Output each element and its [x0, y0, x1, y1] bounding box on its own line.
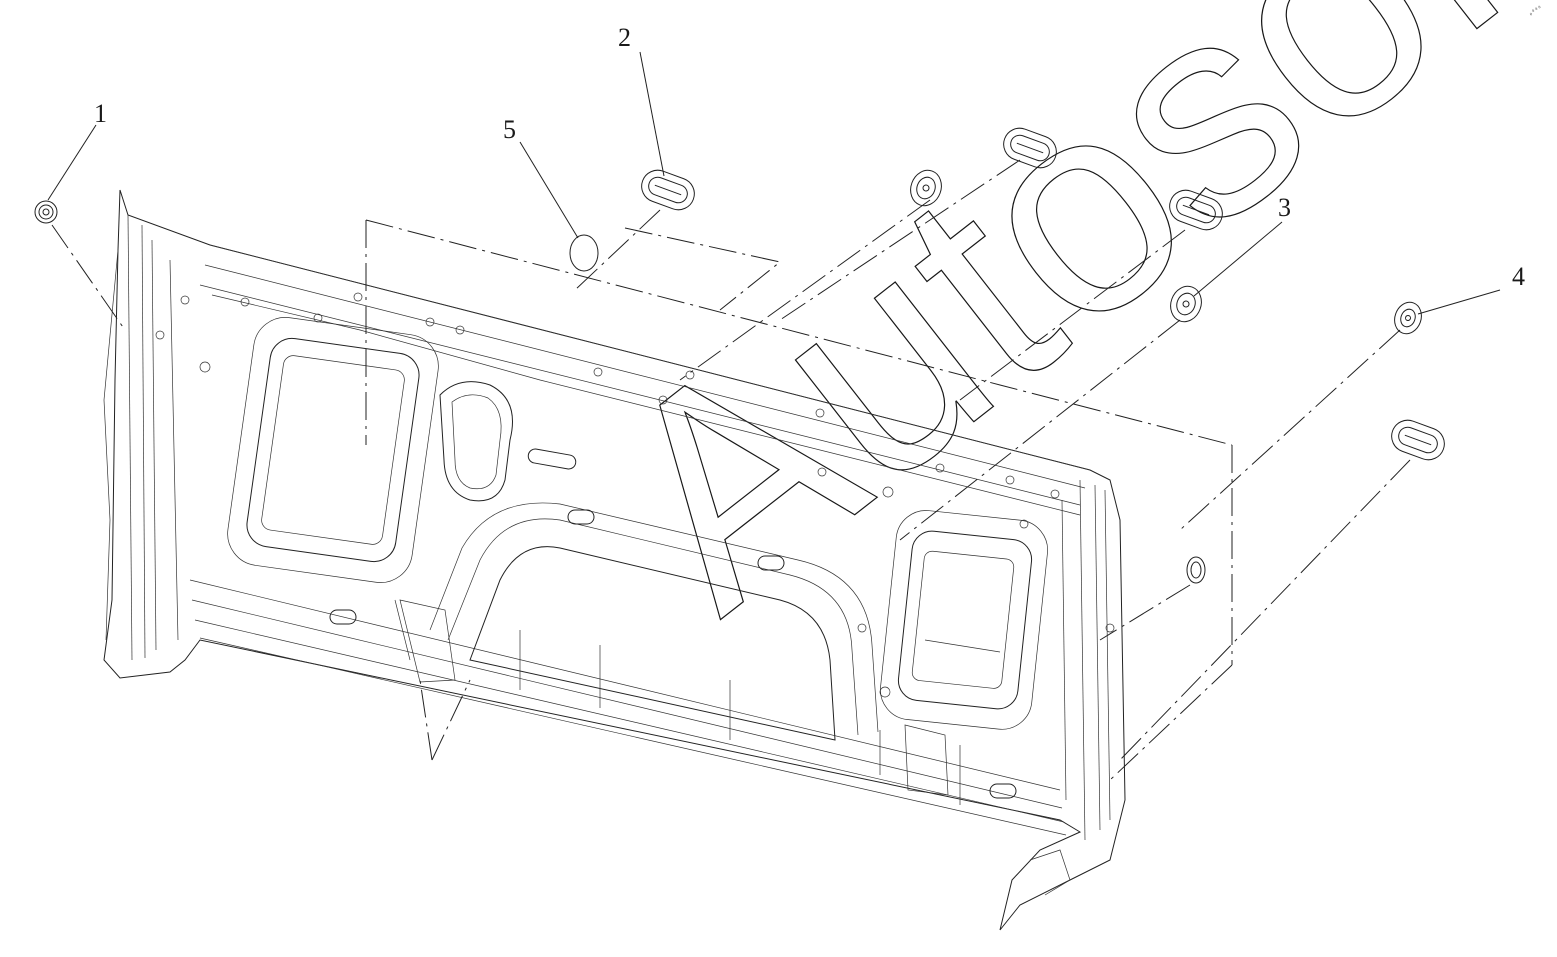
callout-labels: 1 2 3 4 5	[94, 23, 1525, 291]
callout-1: 1	[94, 99, 107, 128]
callout-2: 2	[618, 23, 631, 52]
watermark: Autosoft	[552, 0, 1557, 671]
grommet-right-pillar	[1186, 556, 1206, 584]
callout-5: 5	[503, 115, 516, 144]
oval-plugs	[641, 127, 1445, 461]
grommet-part-1	[34, 200, 58, 224]
watermark-text: Autosoft	[553, 0, 1557, 670]
callout-4: 4	[1512, 262, 1525, 291]
callout-3: 3	[1278, 193, 1291, 222]
rear-panel	[103, 189, 1126, 931]
leader-lines	[47, 51, 1501, 315]
assembly-centerlines	[51, 159, 1411, 781]
round-plugs	[569, 169, 1422, 335]
